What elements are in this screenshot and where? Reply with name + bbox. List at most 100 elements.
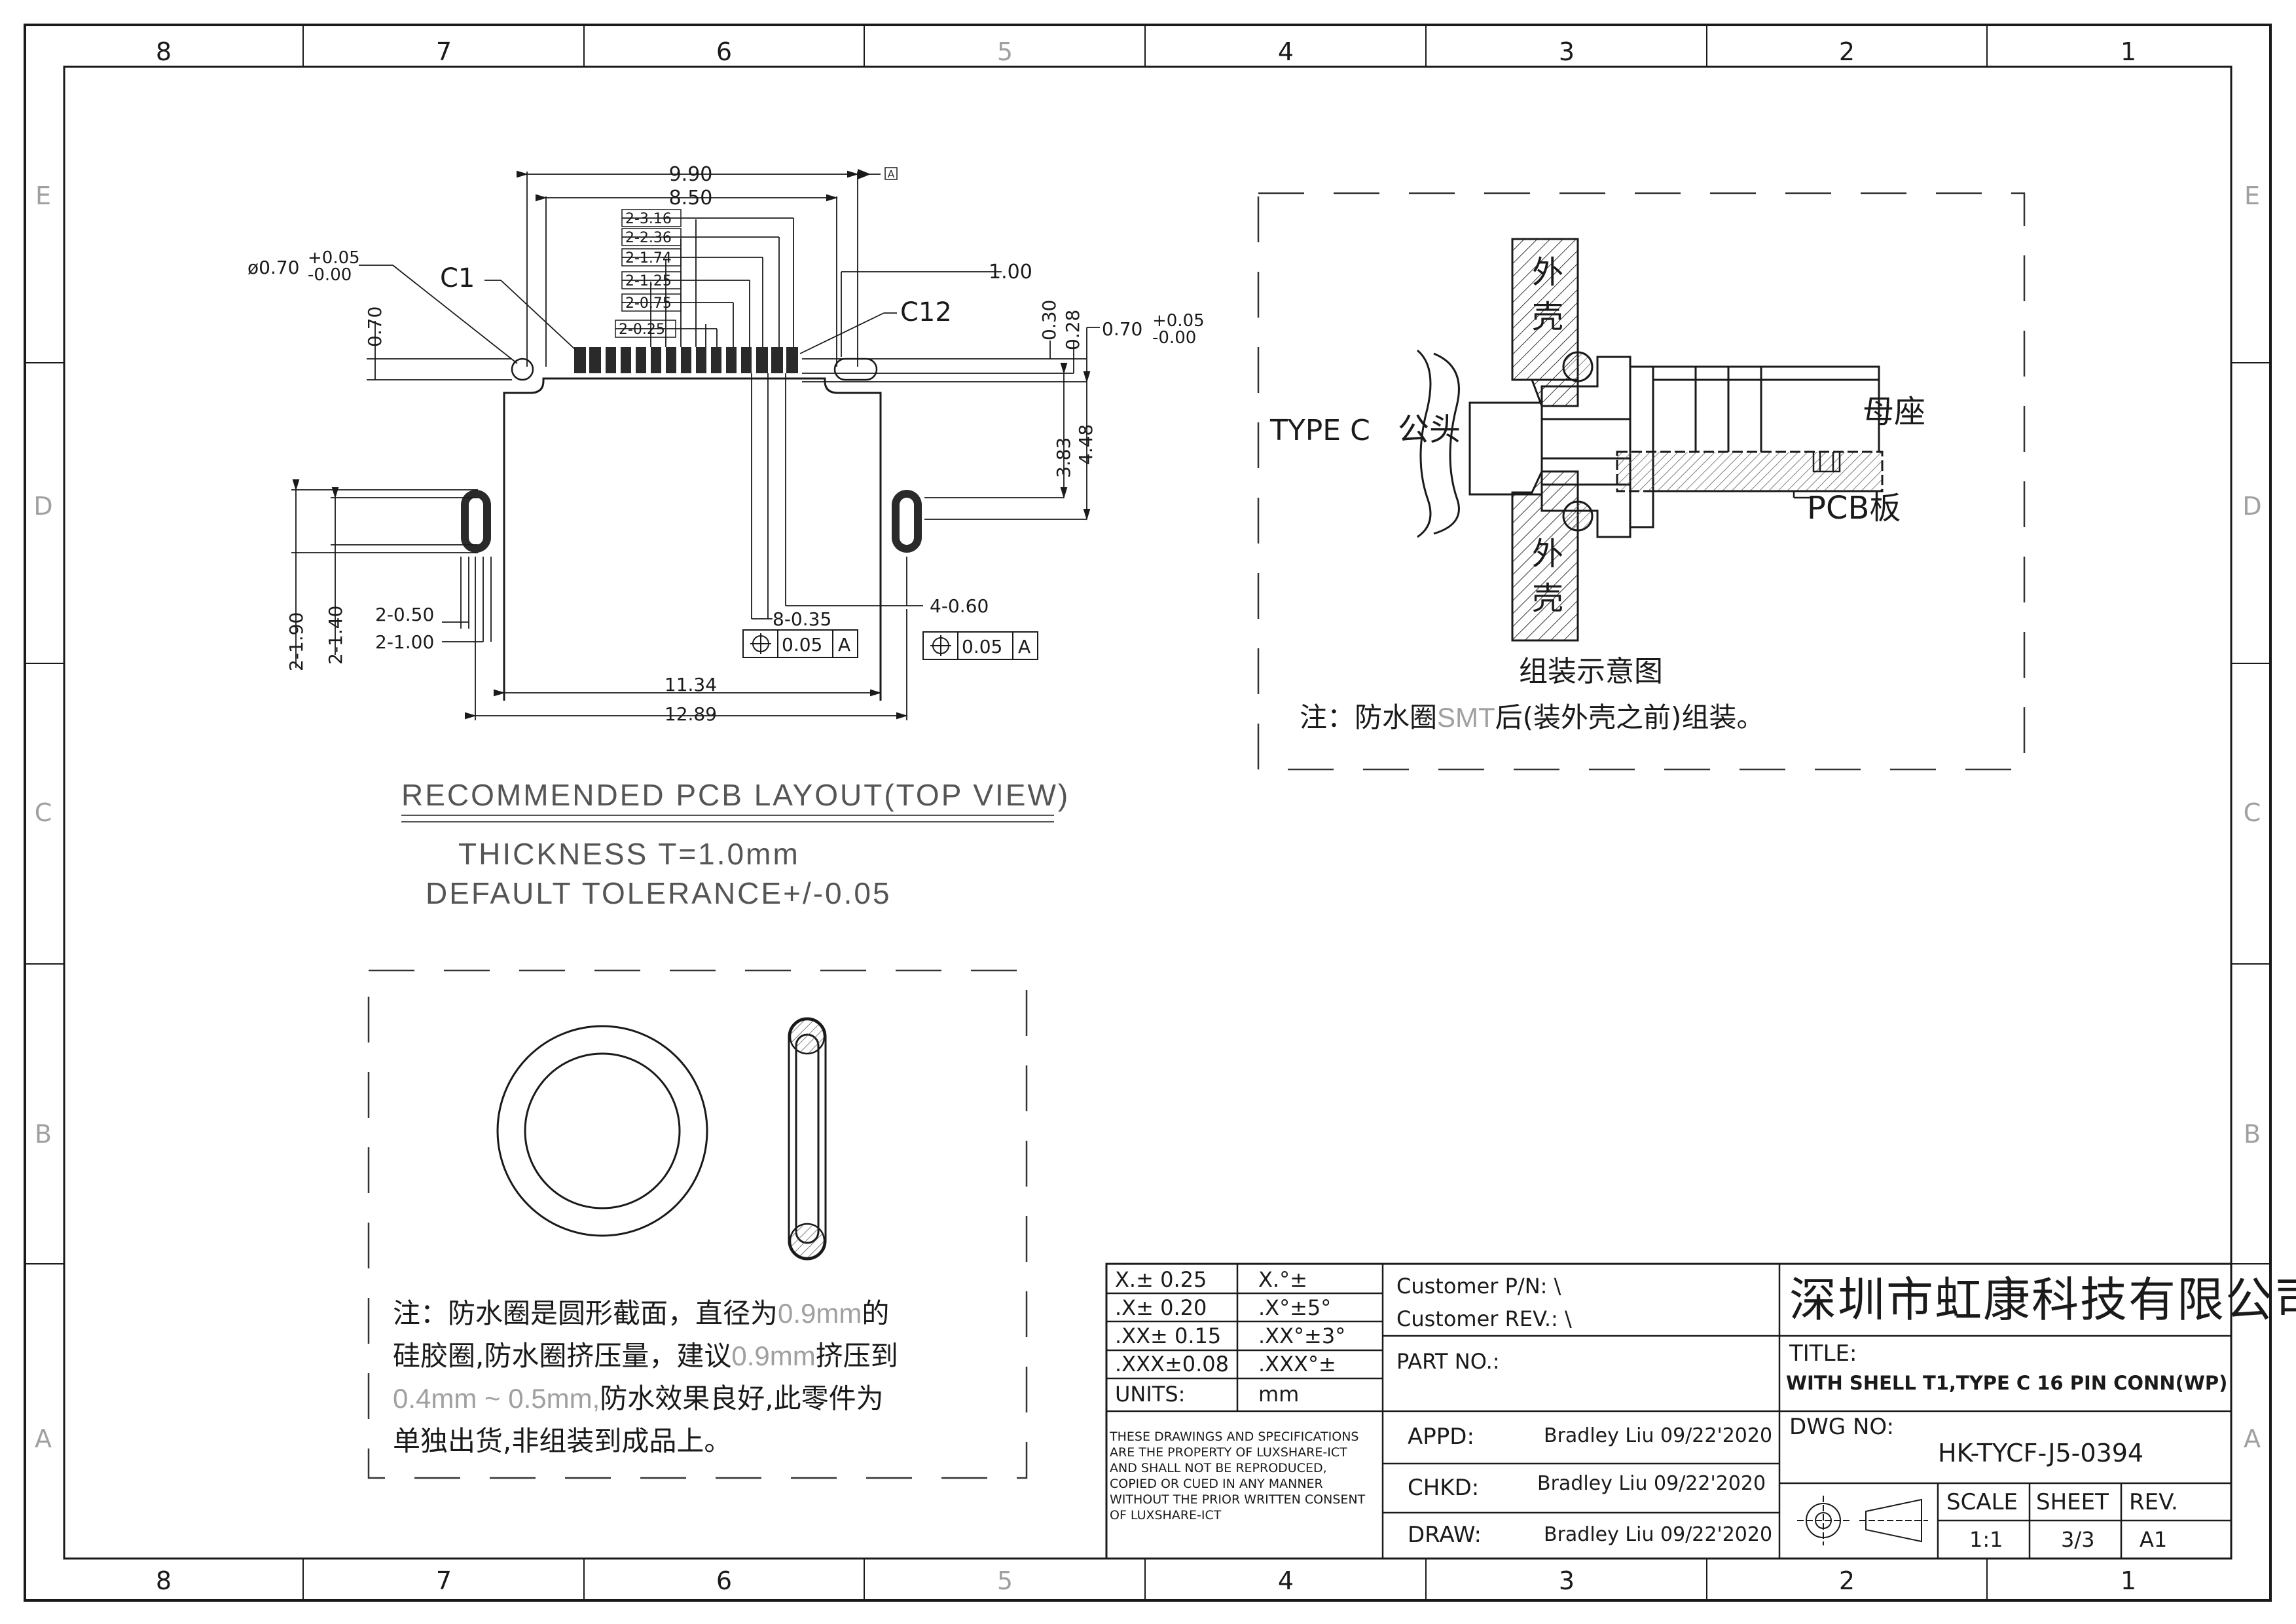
shell-bottom-label-1: 外 <box>1532 536 1563 572</box>
shell-bottom <box>1511 470 1579 642</box>
c12-label: C12 <box>900 297 952 327</box>
dim-2-1-40: 2-1.40 <box>325 606 346 665</box>
fcf-datum: A <box>1018 636 1030 657</box>
dim-0-28: 0.28 <box>1062 310 1084 350</box>
dim-12-89: 12.89 <box>665 703 717 725</box>
mounting-slot-left <box>461 490 491 553</box>
draw-value: Bradley Liu 09/22'2020 <box>1544 1523 1772 1546</box>
o-ring-note-1a: 注：防水圈是圆形截面，直径为 <box>393 1297 778 1329</box>
dwg-no-value: HK-TYCF-J5-0394 <box>1938 1439 2143 1467</box>
dim-2-1-00: 2-1.00 <box>375 631 434 653</box>
o-ring-section-top <box>1562 351 1594 382</box>
o-ring-note-2a: 硅胶圈,防水圈挤压量，建议 <box>393 1340 731 1372</box>
dim-9-90: 9.90 <box>669 163 713 186</box>
rev-label: REV. <box>2129 1489 2178 1515</box>
tol-linear-1: .X± 0.20 <box>1115 1295 1207 1320</box>
dim-2-0-50: 2-0.50 <box>375 604 434 625</box>
disclaimer-line: ARE THE PROPERTY OF LUXSHARE-ICT <box>1110 1445 1347 1460</box>
col-label-bottom: 1 <box>2121 1566 2136 1595</box>
scale-value: 1:1 <box>1969 1527 2003 1552</box>
appd-value: Bradley Liu 09/22'2020 <box>1544 1424 1772 1447</box>
hole-tol-minus-left: -0.00 <box>308 265 352 285</box>
dim-1-00: 1.00 <box>989 261 1032 284</box>
plug-label-cn: 公头 <box>1398 411 1461 448</box>
o-ring-view: 注：防水圈是圆形截面，直径为0.9mm的 硅胶圈,防水圈挤压量，建议0.9mm挤… <box>367 969 1028 1479</box>
dim-2-1-25: 2-1.25 <box>625 273 672 289</box>
col-label-top: 3 <box>1559 37 1575 66</box>
dim-11-34: 11.34 <box>665 674 717 695</box>
o-ring-note-1c: 的 <box>862 1297 889 1329</box>
assembly-pcb <box>1616 451 1884 492</box>
disclaimer-line: OF LUXSHARE-ICT <box>1110 1508 1222 1522</box>
shell-top-label-1: 外 <box>1532 254 1563 291</box>
fcf-value: 0.05 <box>962 636 1002 657</box>
fcf-datum: A <box>838 634 850 655</box>
draw-label: DRAW: <box>1408 1522 1482 1548</box>
o-ring-note-line-3: 0.4mm ~ 0.5mm,防水效果良好,此零件为 <box>393 1382 884 1414</box>
pcb-layout-view: A 9.90 8.50 2-3.16 2-2.36 2-1.74 2-1.25 … <box>247 163 1205 910</box>
dim-0-30: 0.30 <box>1038 300 1060 341</box>
o-ring-note-1b: 0.9mm <box>778 1298 862 1329</box>
o-ring-outer <box>496 1025 708 1237</box>
disclaimer-line: THESE DRAWINGS AND SPECIFICATIONS <box>1109 1430 1358 1444</box>
dim-2-0-25: 2-0.25 <box>619 322 665 338</box>
col-label-top: 1 <box>2121 37 2136 66</box>
o-ring-note-line-4: 单独出货,非组装到成品上。 <box>393 1425 731 1457</box>
appd-label: APPD: <box>1408 1424 1474 1450</box>
tolerance-note: DEFAULT TOLERANCE+/-0.05 <box>426 876 892 910</box>
col-label-top: 4 <box>1278 37 1294 66</box>
mounting-slot-right <box>892 490 922 553</box>
assembly-caption: 组装示意图 <box>1519 655 1663 688</box>
o-ring-note-2c: 挤压到 <box>816 1340 898 1372</box>
o-ring-note-line-2: 硅胶圈,防水圈挤压量，建议0.9mm挤压到 <box>393 1340 898 1372</box>
dim-2-1-90: 2-1.90 <box>285 612 307 671</box>
o-ring-note-line-1: 注：防水圈是圆形截面，直径为0.9mm的 <box>393 1297 889 1329</box>
col-label-bottom: 5 <box>997 1566 1013 1595</box>
third-angle-projection-icon <box>1797 1496 1928 1545</box>
title-block: X.± 0.25 X.°± .X± 0.20 .X°±5° .XX± 0.15 … <box>1105 1263 2296 1560</box>
o-ring-section-bottom <box>1562 500 1594 532</box>
tol-angular-1: .X°±5° <box>1258 1295 1331 1320</box>
row-label-left: E <box>35 181 51 210</box>
o-ring-note-3b: 防水效果良好,此零件为 <box>600 1382 883 1414</box>
assembly-note-part-b: 后(装外壳之前)组装。 <box>1495 701 1764 733</box>
col-label-top: 5 <box>997 37 1013 66</box>
sheet-value: 3/3 <box>2061 1527 2095 1552</box>
dim-2-3-16: 2-3.16 <box>625 211 672 227</box>
col-label-bottom: 2 <box>1839 1566 1855 1595</box>
pad-row <box>574 347 798 373</box>
thickness-note: THICKNESS T=1.0mm <box>458 837 800 871</box>
row-label-right: E <box>2244 181 2260 210</box>
col-label-bottom: 6 <box>716 1566 732 1595</box>
pcb-label: PCB板 <box>1807 490 1901 526</box>
tol-angular-3: .XXX°± <box>1258 1352 1336 1376</box>
tol-angular-2: .XX°±3° <box>1258 1323 1345 1348</box>
dim-8-50: 8.50 <box>669 187 713 210</box>
col-label-top: 6 <box>716 37 732 66</box>
hole-dia-left: ø0.70 <box>247 257 299 278</box>
row-label-right: B <box>2244 1120 2261 1149</box>
dim-4-48: 4.48 <box>1075 424 1097 465</box>
dim-2-1-74: 2-1.74 <box>625 250 672 267</box>
dim-8-0-35: 8-0.35 <box>773 608 831 630</box>
receptacle-label: 母座 <box>1863 394 1925 430</box>
units-label: UNITS: <box>1115 1382 1185 1407</box>
disclaimer-line: WITHOUT THE PRIOR WRITTEN CONSENT <box>1110 1492 1366 1507</box>
tol-angular-0: X.°± <box>1258 1267 1307 1292</box>
fcf-value: 0.05 <box>782 634 822 655</box>
rev-value: A1 <box>2140 1527 2167 1552</box>
company-name: 深圳市虹康科技有限公司 <box>1789 1272 2296 1327</box>
col-label-bottom: 4 <box>1278 1566 1294 1595</box>
assembly-note: 注：防水圈SMT后(装外壳之前)组装。 <box>1300 701 1764 733</box>
slot-width-right: 0.70 <box>1102 318 1142 340</box>
dwg-no-label: DWG NO: <box>1789 1414 1894 1440</box>
title-label: TITLE: <box>1789 1340 1857 1367</box>
title-value: WITH SHELL T1,TYPE C 16 PIN CONN(WP) <box>1786 1372 2227 1394</box>
row-label-left: C <box>35 798 52 827</box>
col-label-bottom: 3 <box>1559 1566 1575 1595</box>
row-label-left: D <box>33 492 52 521</box>
col-label-top: 8 <box>156 37 172 66</box>
datum-label: A <box>888 168 895 180</box>
dim-3-83: 3.83 <box>1053 437 1074 478</box>
col-label-top: 7 <box>436 37 452 66</box>
